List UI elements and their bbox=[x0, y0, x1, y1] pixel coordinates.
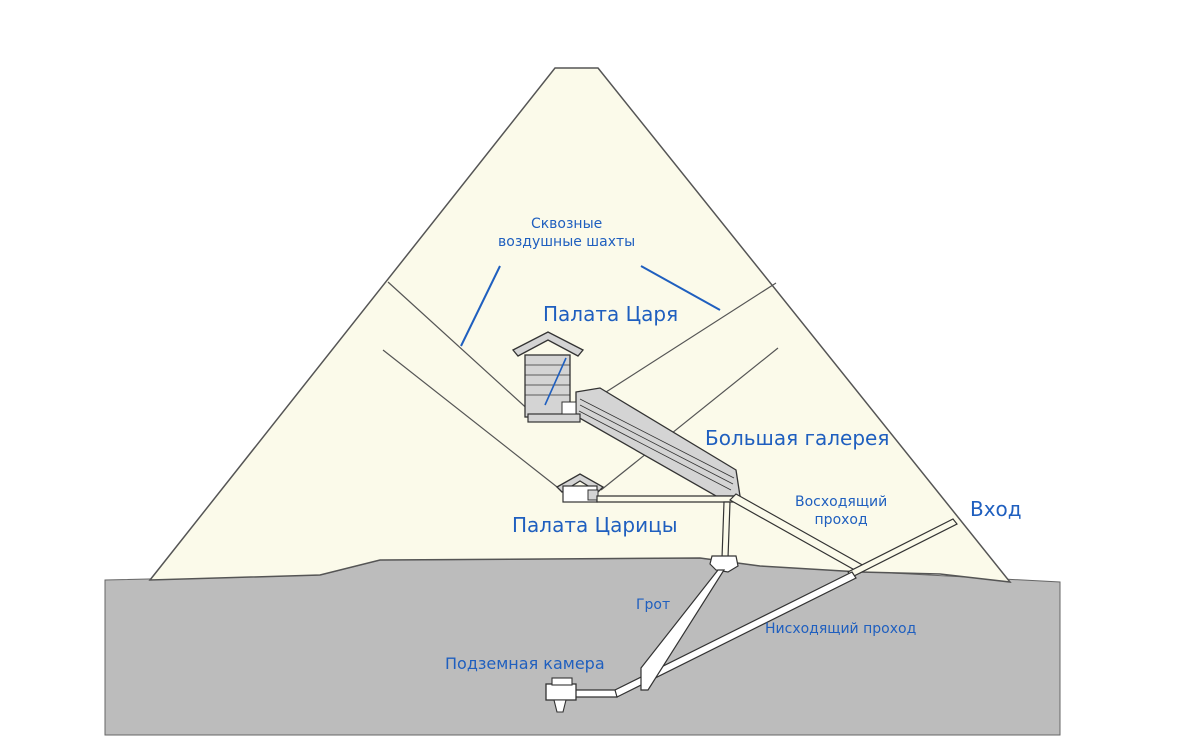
grotto bbox=[709, 555, 739, 573]
well-shaft-upper bbox=[721, 501, 731, 559]
air-shafts-pointer-left bbox=[460, 265, 501, 347]
well-shaft-lower bbox=[640, 569, 726, 691]
air-shafts-label-line2: воздушные шахты bbox=[498, 233, 636, 250]
queens-south-air-shaft bbox=[600, 347, 779, 491]
ascending-passage-label: Восходящий проход bbox=[795, 494, 887, 529]
bedrock-ground bbox=[104, 557, 1061, 736]
kings-chamber-pointer bbox=[544, 357, 567, 406]
air-shafts-label: Сквозные воздушные шахты bbox=[498, 216, 635, 251]
kings-south-air-shaft bbox=[577, 282, 777, 411]
ascending-passage-label-line2: проход bbox=[814, 511, 868, 528]
queens-north-air-shaft bbox=[382, 349, 567, 495]
kings-chamber-label: Палата Царя bbox=[543, 302, 679, 326]
subterranean-horizontal-passage bbox=[573, 689, 618, 698]
grotto-label: Грот bbox=[636, 597, 671, 613]
ascending-passage-label-line1: Восходящий bbox=[795, 494, 888, 510]
kings-north-air-shaft bbox=[387, 281, 534, 415]
descending-passage-label: Нисходящий проход bbox=[765, 621, 917, 637]
subterranean-chamber-structure bbox=[545, 677, 577, 713]
air-shafts-pointer-right bbox=[640, 265, 721, 311]
queens-horizontal-passage bbox=[596, 495, 741, 503]
entrance-label: Вход bbox=[970, 497, 1022, 521]
queens-chamber-structure bbox=[555, 473, 605, 503]
queens-chamber-label: Палата Царицы bbox=[512, 513, 678, 537]
pyramid-body bbox=[148, 67, 1012, 583]
grand-gallery-label: Большая галерея bbox=[705, 426, 890, 450]
subterranean-chamber-label: Подземная камера bbox=[445, 654, 605, 673]
air-shafts-label-line1: Сквозные bbox=[530, 216, 603, 232]
